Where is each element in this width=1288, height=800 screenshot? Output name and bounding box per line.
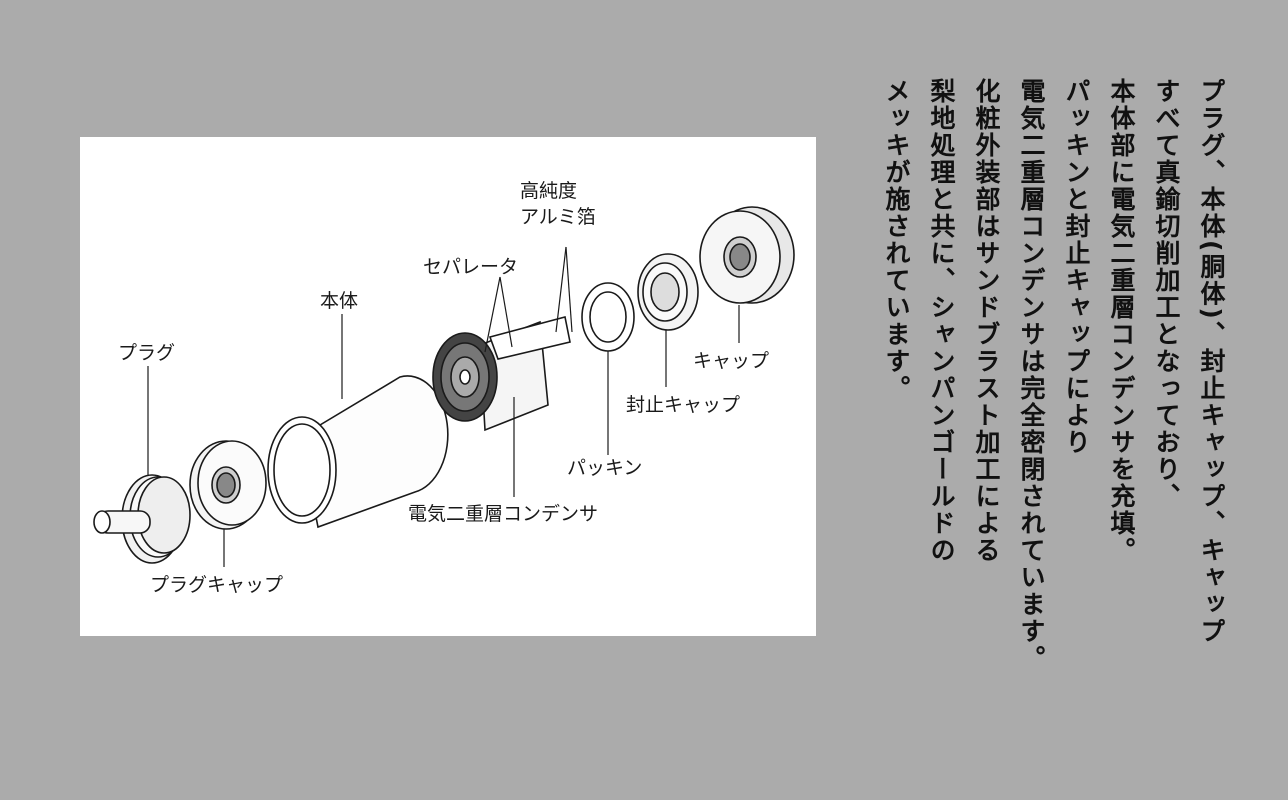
seal-cap-part [637,253,699,331]
description-line: 電気二重層コンデンサは完全密閉されています。 [1017,78,1046,672]
description-text: プラグ、本体(胴体)、封止キャップ、キャップ すべて真鍮切削加工となっており、 … [874,78,1234,778]
diagram-drawing: プラグ プラグキャップ 本体 セパレータ 高純度 アルミ箔 電気二重層コンデンサ… [93,180,795,596]
label-packing: パッキン [567,457,642,479]
description-line: 化粧外装部はサンドブラスト加工による [972,78,1001,564]
label-plug: プラグ [118,342,175,364]
plug-part [93,474,191,564]
label-separator: セパレータ [423,256,518,278]
leader-lines [147,246,740,567]
label-foil-line1: 高純度 [520,180,577,202]
description-line: 梨地処理と共に、シャンパンゴールドの [927,78,956,564]
label-body: 本体 [320,290,358,312]
description-line: プラグ、本体(胴体)、封止キャップ、キャップ [1197,78,1226,645]
label-plug-cap: プラグキャップ [150,574,283,596]
label-capacitor: 電気二重層コンデンサ [408,503,598,525]
label-foil-line2: アルミ箔 [520,206,596,228]
label-seal-cap: 封止キャップ [626,394,740,416]
description-line: パッキンと封止キャップにより [1062,78,1091,456]
description-line: メッキが施されています。 [882,78,911,402]
label-cap: キャップ [693,350,769,372]
body-part [267,375,449,529]
description-line: すべて真鍮切削加工となっており、 [1152,78,1181,510]
exploded-diagram: プラグ プラグキャップ 本体 セパレータ 高純度 アルミ箔 電気二重層コンデンサ… [80,137,816,636]
description-line: 本体部に電気二重層コンデンサを充填。 [1107,78,1136,564]
packing-part [581,282,635,352]
cap-part [699,206,795,304]
capacitor-part [432,316,571,432]
plug-cap-part [189,440,267,530]
